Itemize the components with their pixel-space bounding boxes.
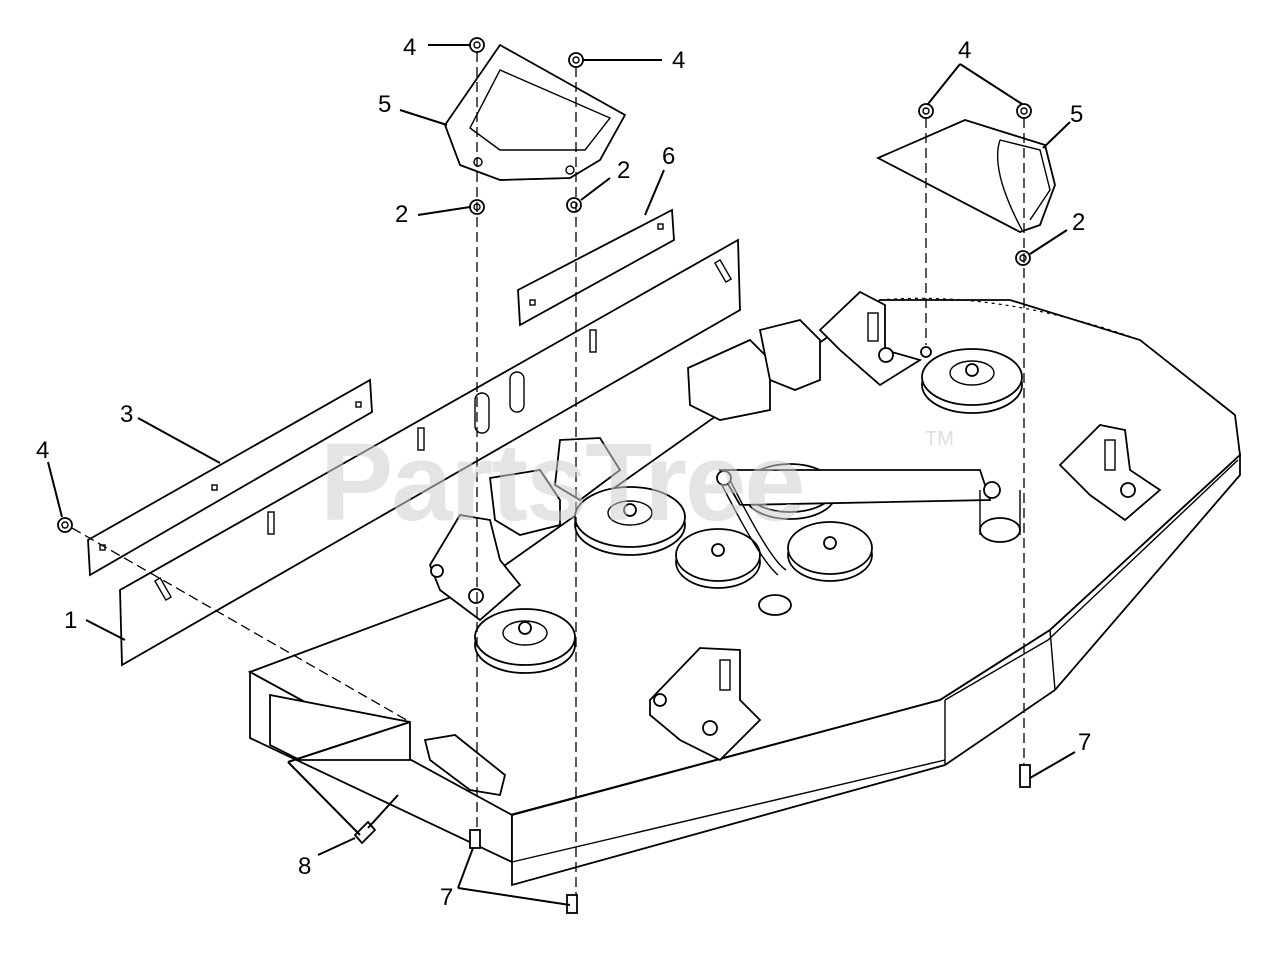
- center-spindle-pulley: [574, 486, 686, 556]
- watermark-tm: TM: [925, 428, 954, 450]
- callout-2-center: 2: [617, 157, 630, 184]
- callout-4-far-left: 4: [36, 437, 49, 464]
- callout-4-top-left: 4: [403, 34, 416, 61]
- callout-2-left: 2: [395, 201, 408, 228]
- baffle-plate-6: [517, 208, 675, 327]
- right-spindle-pulley: [921, 348, 1023, 414]
- callout-7-bottom: 7: [440, 884, 453, 911]
- callout-4-right: 4: [958, 37, 971, 64]
- idler-pulleys: [675, 463, 1021, 616]
- callout-5-right: 5: [1070, 101, 1083, 128]
- callout-7-right: 7: [1078, 729, 1091, 756]
- callout-6: 6: [662, 143, 675, 170]
- callout-labels: 4 4 5 2 2 6 4 5 2 3 4 1 7 8 7: [36, 34, 1091, 911]
- assembly-lines: [71, 52, 1141, 895]
- left-spindle-pulley: [474, 608, 576, 674]
- baffle-plate-1: [119, 238, 741, 667]
- callout-2-right: 2: [1072, 209, 1085, 236]
- callout-4-top-center: 4: [672, 47, 685, 74]
- right-cover-5: [875, 119, 1056, 233]
- callout-1: 1: [64, 607, 77, 634]
- callout-5-left: 5: [378, 91, 391, 118]
- brackets: [423, 290, 1162, 797]
- watermark-text: PartsTree: [320, 421, 803, 544]
- left-cover-5: [443, 43, 627, 181]
- callout-3: 3: [120, 401, 133, 428]
- baffle-plate-3: [87, 378, 373, 577]
- callout-leaders: [47, 44, 1076, 906]
- callout-8: 8: [298, 853, 311, 880]
